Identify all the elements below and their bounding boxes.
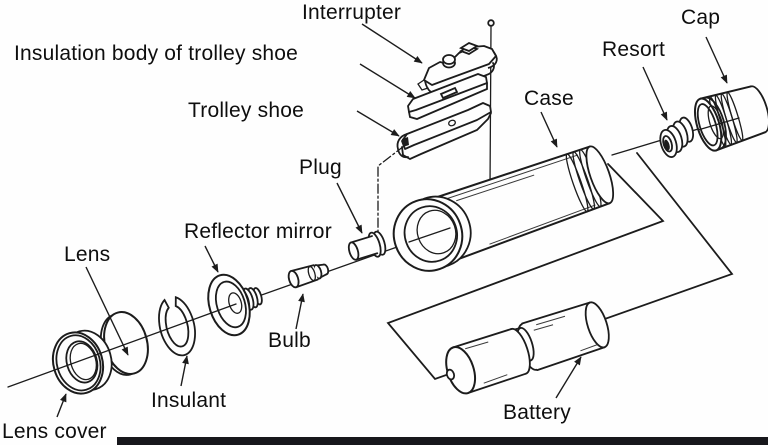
label-resort: Resort <box>602 38 666 61</box>
leader-insulant <box>180 355 189 387</box>
insulation-body-part <box>407 73 488 120</box>
reflector-mirror-part <box>207 273 263 337</box>
bottom-scan-bar <box>117 437 768 445</box>
label-battery: Battery <box>503 401 571 424</box>
leader-plug <box>336 182 363 234</box>
leader-resort <box>642 66 668 121</box>
leader-interrupter <box>361 23 423 64</box>
label-bulb: Bulb <box>268 329 311 352</box>
plug-part <box>347 230 387 261</box>
center-axis-in-cap <box>697 117 740 131</box>
label-interrupter: Interrupter <box>302 1 402 24</box>
leader-battery <box>555 356 582 399</box>
label-cap: Cap <box>681 6 721 29</box>
leader-case <box>540 111 558 148</box>
label-plug: Plug <box>299 156 342 179</box>
center-axis-overlay <box>7 303 237 388</box>
leader-lens-cover <box>56 393 67 418</box>
insulant-part <box>158 295 196 357</box>
leader-cap <box>705 36 728 84</box>
leader-lines <box>56 23 728 418</box>
battery-plane-outline <box>386 152 734 381</box>
resort-spring-part <box>659 116 695 158</box>
battery-rear <box>517 301 610 372</box>
battery-terminal-nub <box>445 368 456 381</box>
interrupter-part <box>417 42 498 95</box>
label-case: Case <box>524 87 574 110</box>
case-part <box>392 145 615 272</box>
leader-reflector <box>204 245 219 273</box>
label-insulant: Insulant <box>151 389 227 412</box>
leader-bulb <box>295 293 305 330</box>
trolley-shoe-part <box>396 102 492 161</box>
label-lens-cover: Lens cover <box>2 420 107 443</box>
leader-trolley-shoe <box>356 110 400 137</box>
cap-part <box>693 85 768 152</box>
lens-cover-part <box>51 329 113 395</box>
label-insulation-body: Insulation body of trolley shoe <box>14 42 299 65</box>
label-trolley-shoe: Trolley shoe <box>188 99 305 122</box>
center-axis-in-mouth <box>408 227 451 243</box>
bulb-part <box>287 263 330 289</box>
leader-insulation-body <box>359 63 416 99</box>
label-reflector-mirror: Reflector mirror <box>184 220 332 243</box>
label-lens: Lens <box>64 243 111 266</box>
leader-lens <box>85 266 129 356</box>
battery-front <box>445 327 531 395</box>
